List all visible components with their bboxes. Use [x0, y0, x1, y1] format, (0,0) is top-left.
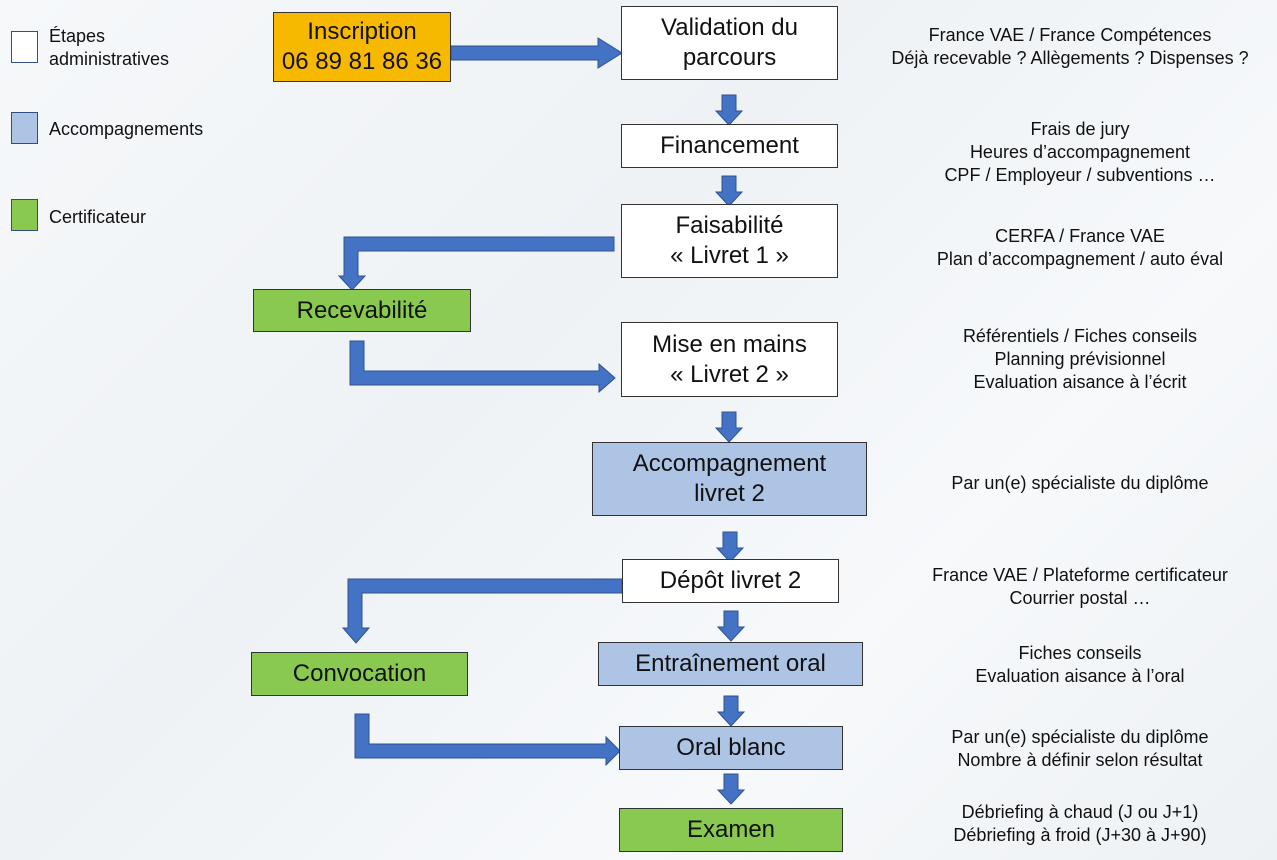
arrow-convocation-oralblanc — [354, 713, 621, 767]
note-financement: Frais de jury Heures d’accompagnement CP… — [944, 119, 1216, 185]
step-recevabilite: Recevabilité — [253, 289, 471, 332]
legend-accompagnements-label: Accompagnements — [49, 119, 204, 139]
arrow-depot-entrainement — [716, 610, 746, 642]
note-faisabilite: CERFA / France VAE Plan d’accompagnement… — [936, 226, 1224, 269]
step-oral-blanc: Oral blanc — [619, 726, 843, 770]
step-depot-livret2: Dépôt livret 2 — [622, 559, 839, 603]
step-convocation: Convocation — [251, 652, 468, 696]
arrow-inscription-validation — [450, 37, 623, 69]
step-inscription: Inscription 06 89 81 86 36 — [273, 12, 451, 82]
step-inscription-title: Inscription — [307, 18, 417, 45]
legend-certificateur-swatch — [11, 199, 38, 231]
arrow-miseenmains-accompagnement — [714, 411, 744, 443]
step-inscription-phone: 06 89 81 86 36 — [281, 48, 443, 75]
step-faisabilite: Faisabilité « Livret 1 » — [621, 204, 838, 278]
arrow-financement-faisabilite — [714, 175, 744, 207]
step-entrainement-oral: Entraînement oral — [598, 642, 863, 686]
legend-certificateur-label: Certificateur — [49, 207, 147, 227]
arrow-faisabilite-recevabilite — [337, 236, 615, 291]
arrow-validation-financement — [714, 94, 744, 126]
step-validation: Validation du parcours — [621, 6, 838, 80]
arrow-accompagnement-depot — [715, 531, 745, 563]
note-mise-en-mains: Référentiels / Fiches conseils Planning … — [962, 326, 1198, 392]
note-oral-blanc: Par un(e) spécialiste du diplôme Nombre … — [951, 727, 1209, 770]
arrow-oralblanc-examen — [716, 773, 746, 805]
arrow-entrainement-oralblanc — [716, 695, 746, 727]
note-accompagnement: Par un(e) spécialiste du diplôme — [951, 473, 1209, 493]
legend-admin-label: Étapes administratives — [49, 26, 170, 69]
step-mise-en-mains: Mise en mains « Livret 2 » — [621, 322, 838, 397]
step-accompagnement-livret2: Accompagnement livret 2 — [592, 442, 867, 516]
arrow-recevabilite-miseenmains — [349, 340, 616, 394]
note-entrainement: Fiches conseils Evaluation aisance à l’o… — [975, 643, 1185, 686]
legend-accompagnements-swatch — [11, 112, 38, 144]
step-financement: Financement — [621, 124, 838, 168]
step-examen: Examen — [619, 808, 843, 852]
note-examen: Débriefing à chaud (J ou J+1) Débriefing… — [953, 802, 1207, 845]
arrow-depot-convocation — [341, 578, 623, 644]
note-validation: France VAE / France Compétences Déjà rec… — [891, 25, 1249, 68]
legend-admin-swatch — [11, 31, 38, 63]
note-depot: France VAE / Plateforme certificateur Co… — [932, 565, 1228, 608]
